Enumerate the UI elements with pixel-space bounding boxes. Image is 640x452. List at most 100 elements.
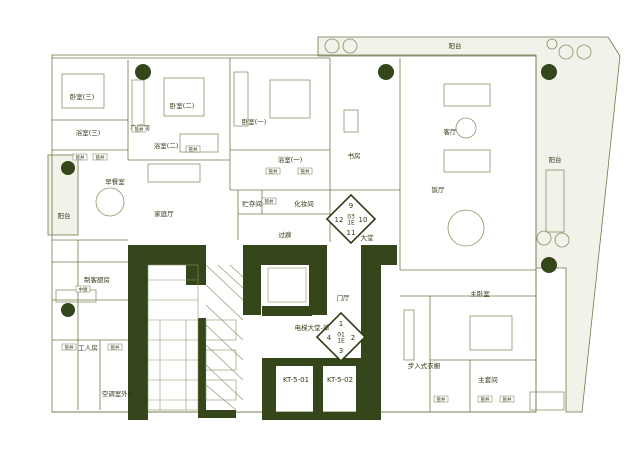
label-living: 客厅	[444, 127, 458, 136]
bed-3	[61, 73, 105, 109]
label-maid: 工人房	[78, 343, 98, 352]
label-lift-lobby: 电梯大堂-单	[295, 323, 330, 332]
stair-hatch	[147, 264, 307, 411]
label-study: 书房	[348, 151, 361, 160]
tag-9: 管井	[107, 343, 123, 351]
label-powder: 化妆间	[294, 199, 314, 208]
svg-text:管井: 管井	[135, 126, 144, 133]
bed-2	[163, 77, 205, 117]
tag-6: 管井	[297, 167, 313, 175]
label-lift-2: KT-5-02	[327, 376, 353, 384]
label-master-bath: 主套间	[478, 375, 498, 384]
wall-lift-bottom	[262, 412, 368, 420]
breakfast-table	[95, 187, 125, 217]
tree-5	[541, 257, 557, 273]
label-bath-2: 浴室(二)	[154, 141, 179, 150]
compass-lower-top: 1	[339, 320, 343, 328]
tag-12: 管井	[499, 395, 515, 403]
wall-lift-top	[262, 358, 368, 366]
tree-1	[135, 64, 151, 80]
label-terrace-right: 阳台	[549, 155, 562, 164]
wardrobe-1	[233, 71, 249, 127]
wall-lift-left	[262, 358, 276, 420]
wall-lift-right	[356, 358, 368, 420]
compass-upper-right: 10	[359, 216, 368, 224]
svg-text:管井: 管井	[503, 396, 512, 403]
compass-lower-left: 4	[327, 334, 332, 342]
wardrobe-2	[131, 79, 145, 131]
tag-7: 管井	[261, 197, 277, 205]
small-tags: 管井 管井 管井 管井 管井 管井 管井 管井 管井 管井 管井 管井 中厨	[61, 125, 515, 403]
coffee-table	[455, 117, 477, 139]
label-family-hall: 家庭厅	[154, 209, 174, 218]
label-bedroom-3: 卧室(三)	[70, 92, 95, 101]
sofa-family	[147, 163, 201, 183]
walk-in-rack	[403, 309, 415, 361]
tree-2	[378, 64, 394, 80]
label-foyer: 大堂	[361, 233, 375, 242]
furniture	[55, 71, 565, 411]
room-labels: 阳台 阳台 阳台 卧室(三) 卧室(二) 卧室(一) 浴室(三) 浴室(二) 浴…	[58, 41, 562, 398]
svg-text:管井: 管井	[111, 344, 120, 351]
lift-labels: KT-5-01 KT-5-02	[283, 376, 353, 384]
label-dining: 饭厅	[432, 185, 446, 194]
tag-4: 管井	[185, 145, 201, 153]
label-bedroom-1: 卧室(一)	[242, 117, 267, 126]
svg-text:中厨: 中厨	[79, 286, 88, 293]
tag-3: 管井	[131, 125, 147, 133]
tag-10: 管井	[433, 395, 449, 403]
label-bath-1: 浴室(一)	[278, 155, 303, 164]
label-bedroom-2: 卧室(二)	[170, 101, 195, 110]
label-master-bedroom: 主卧室	[470, 289, 490, 298]
svg-text:管井: 管井	[76, 154, 85, 161]
label-servant-kitchen: 制客厨房	[84, 275, 110, 284]
sofa-living-2	[443, 149, 491, 173]
tree-6	[61, 303, 75, 317]
compass-upper-bottom: 11	[347, 229, 356, 237]
svg-text:管井: 管井	[481, 396, 490, 403]
dining-table	[447, 209, 485, 247]
terrace-top-right	[317, 36, 621, 413]
label-door-hall: 门厅	[337, 293, 351, 302]
svg-text:管井: 管井	[65, 344, 74, 351]
wall-core-mid-right	[309, 245, 327, 315]
label-breakfast: 早餐室	[105, 177, 125, 186]
label-ac-room: 空调室外机	[102, 389, 135, 398]
planters	[324, 38, 592, 248]
svg-text:管井: 管井	[265, 198, 274, 205]
tree-3	[541, 64, 557, 80]
tag-13: 中厨	[75, 285, 91, 293]
wall-shaft-bottom	[198, 410, 236, 418]
tag-5: 管井	[265, 167, 281, 175]
compass-lower-right: 2	[351, 334, 355, 342]
svg-text:管井: 管井	[269, 168, 278, 175]
label-terrace-left: 阳台	[58, 211, 71, 220]
tag-11: 管井	[477, 395, 493, 403]
svg-text:管井: 管井	[301, 168, 310, 175]
tree-4	[61, 161, 75, 175]
terrace-bench	[545, 169, 565, 233]
wall-lift-mid	[313, 358, 323, 420]
label-lift-1: KT-5-01	[283, 376, 309, 384]
wall-core-top-mid	[243, 245, 327, 265]
wall-door-hall	[262, 306, 312, 316]
svg-text:管井: 管井	[189, 146, 198, 153]
sofa-living-1	[443, 83, 491, 107]
compass-lower-bottom: 3	[339, 347, 343, 355]
label-storage: 贮存间	[242, 199, 262, 208]
compass-upper-top: 9	[349, 202, 353, 210]
tag-1: 管井	[72, 153, 88, 161]
tag-2: 管井	[92, 153, 108, 161]
wall-shaft-inner	[198, 318, 206, 418]
svg-text:管井: 管井	[96, 154, 105, 161]
svg-text:管井: 管井	[437, 396, 446, 403]
bathtub	[529, 391, 565, 411]
wall-core-left	[128, 245, 148, 420]
label-corridor: 过廊	[279, 230, 293, 239]
wall-core-mid-left	[243, 245, 261, 315]
